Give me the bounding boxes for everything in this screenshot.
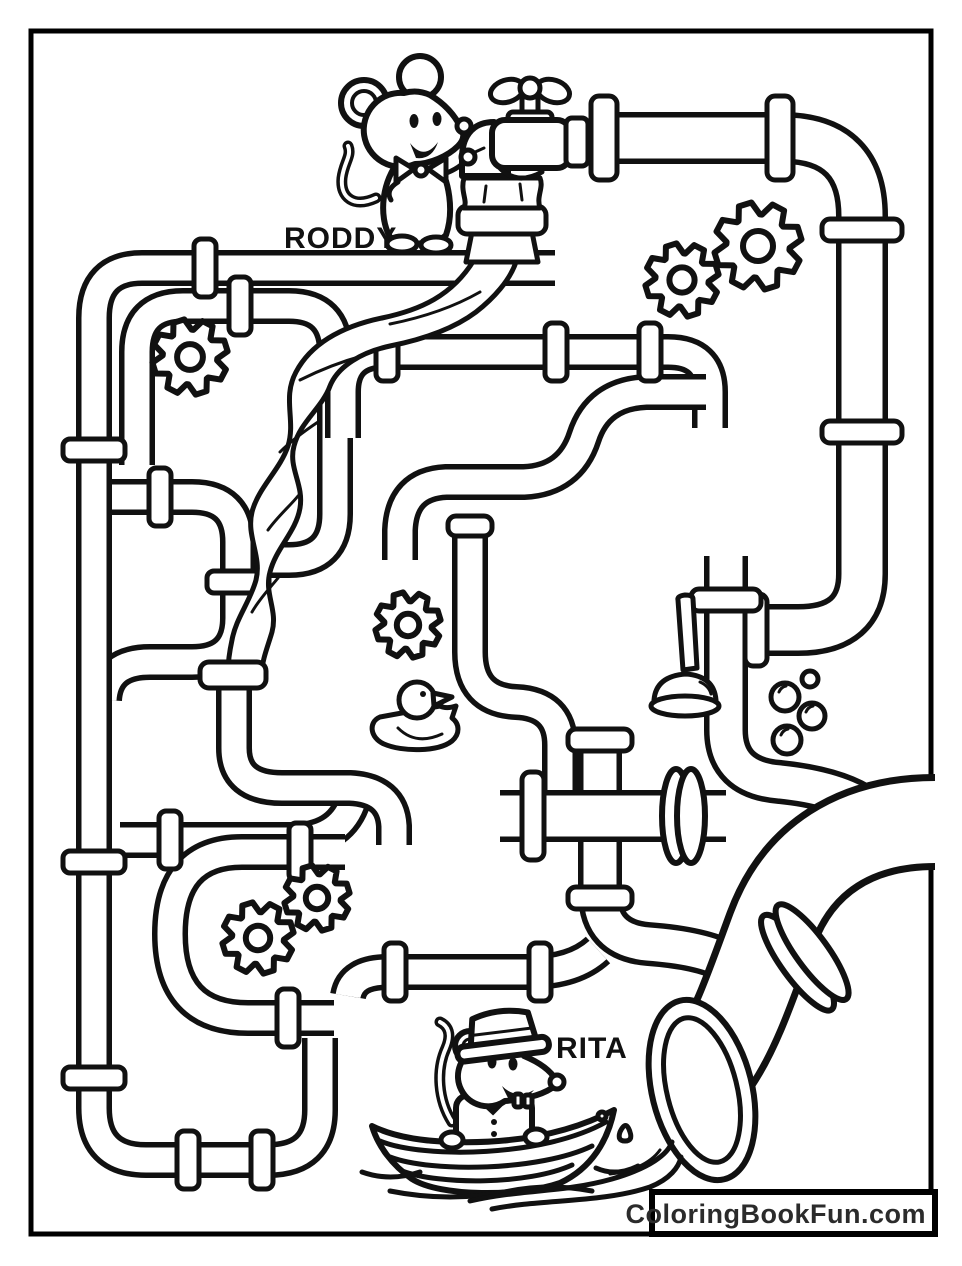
faucet-body	[489, 117, 573, 171]
roddy-foot	[418, 234, 454, 256]
faucet-stream	[460, 175, 544, 211]
funnel-fitting	[455, 203, 549, 265]
water-droplet	[616, 1123, 634, 1144]
drain-opening	[645, 996, 759, 1184]
roddy-mouse	[336, 53, 486, 256]
gear-icon	[711, 199, 805, 293]
faucet-handle	[487, 75, 573, 106]
gear-icon	[219, 899, 297, 977]
boat	[369, 1107, 617, 1197]
roddy-eye	[432, 112, 442, 126]
pipe-maze	[60, 93, 905, 1192]
gear-icon	[149, 316, 231, 398]
duck-wing	[396, 726, 444, 741]
roddy-finger	[471, 146, 486, 155]
rita-hat	[454, 1007, 552, 1065]
gears	[149, 199, 805, 977]
watermark-text: ColoringBookFun.com	[626, 1199, 926, 1229]
pipe-cap	[445, 513, 495, 539]
stream-inlet-pipe	[197, 659, 412, 845]
roddy-head	[360, 88, 467, 170]
duck-beak	[430, 690, 455, 709]
faucet	[459, 75, 591, 211]
watermark-box: ColoringBookFun.com	[626, 1189, 938, 1237]
rita-paw	[522, 1126, 550, 1148]
gear-icon	[281, 862, 353, 934]
page-border	[28, 28, 934, 1237]
rita-tooth	[521, 1092, 535, 1110]
roddy-nose	[454, 116, 474, 136]
water-stream	[225, 257, 519, 675]
bubbles	[768, 668, 828, 757]
rita-scene	[359, 1007, 909, 1212]
roddy-foot	[384, 233, 420, 255]
rita-paw	[438, 1129, 466, 1151]
pipe-collars	[60, 93, 905, 1192]
roddy-eye	[409, 114, 419, 128]
plunger-icon	[648, 592, 722, 719]
roddy-label: RODDY	[284, 222, 397, 255]
water-droplet	[595, 1109, 609, 1123]
gear-icon	[642, 240, 722, 320]
drain-flange-ring	[758, 901, 852, 1014]
gear-icon	[372, 589, 444, 661]
duck-eye	[420, 691, 426, 697]
roddy-bowtie	[393, 155, 449, 185]
ring-flange	[659, 766, 708, 866]
plunger-handle	[675, 592, 700, 673]
roddy-mouth	[410, 142, 438, 159]
rita-eye	[508, 1057, 518, 1071]
drain-pipe	[645, 774, 937, 1184]
rita-tooth	[511, 1091, 525, 1110]
rita-label: RITA	[556, 1032, 628, 1065]
rubber-duck-icon	[369, 679, 461, 753]
rita-nose	[547, 1072, 567, 1092]
roddy-hand	[458, 147, 478, 167]
